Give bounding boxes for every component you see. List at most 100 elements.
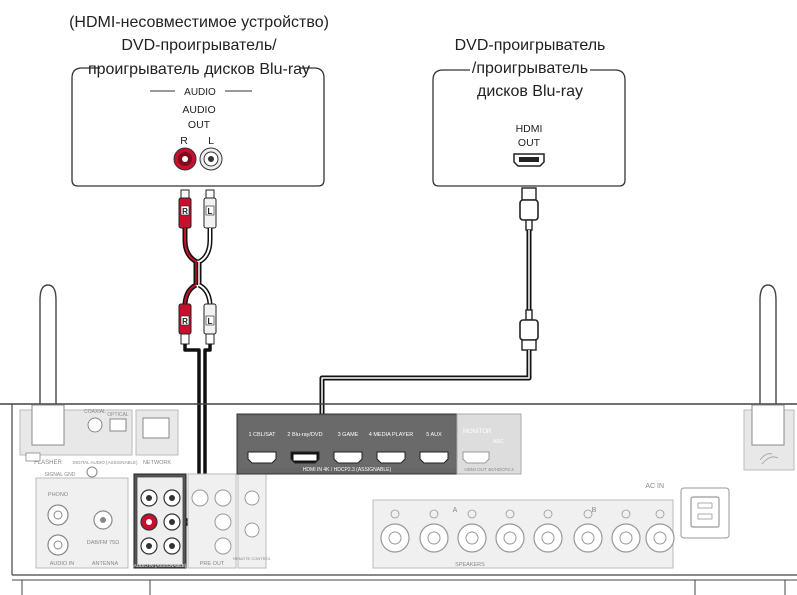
network-port[interactable] [142, 417, 170, 439]
remote-control-label: REMOTE CONTROL [233, 556, 272, 561]
speaker-terminal-core-7 [619, 531, 633, 545]
left-section-label: AUDIO [184, 87, 216, 98]
monitor-label: MONITOR [463, 429, 492, 435]
speaker-terminal-core-1 [388, 531, 402, 545]
hdmi-in-block: 1 CBL/SAT 2 Blu-ray/DVD 3 GAME 4 MEDIA PLAY… [236, 413, 458, 475]
hdmi-out-port[interactable] [513, 153, 545, 167]
speaker-terminal-core-5 [541, 531, 555, 545]
hdmi-in-port-4[interactable] [376, 451, 406, 464]
remote-control-jack-out[interactable] [244, 522, 260, 538]
audio-out-l-jack[interactable] [199, 147, 223, 171]
hdmi-out-label-1: HDMI [516, 123, 543, 135]
rca-plug-bottom-l: L [203, 303, 217, 345]
speaker-polarity-mark-4 [505, 509, 515, 519]
right-device-caption-line2: /проигрыватель [472, 60, 588, 77]
left-device-caption-line3: проигрыватель дисков Blu-ray [88, 61, 310, 78]
left-device-caption-line1: (HDMI-несовместимое устройство) [69, 14, 329, 31]
dab-fm-label: DAB/FM 75Ω [87, 540, 120, 546]
flasher-jack[interactable] [25, 452, 41, 462]
zone-a-label: A [453, 507, 458, 514]
left-device-caption-line2: DVD-проигрыватель/ [121, 37, 277, 54]
hdmi-out-label-2: OUT [518, 137, 541, 149]
rca-plug-top-l-label: L [208, 207, 213, 216]
hdmi-in-port-label-3: 3 GAME [338, 432, 359, 438]
ac-in-label: AC IN [645, 483, 664, 490]
audio-out-label-2: OUT [188, 119, 211, 131]
audio-in-jack-2-r[interactable] [140, 513, 158, 531]
pre-out-jack-3[interactable] [214, 513, 232, 531]
left-device: (HDMI-несовместимое устройство) DVD-прои… [69, 14, 329, 187]
speakers-block: A B SPEAKERS [372, 499, 675, 569]
audio-in-jack-1-r[interactable] [140, 489, 158, 507]
rca-plug-bottom-r-label: R [182, 317, 188, 326]
phono-label: PHONO [48, 492, 69, 498]
hdmi-plug-bottom [519, 309, 539, 351]
pre-out-jack-2[interactable] [214, 489, 232, 507]
speaker-terminal-core-2 [427, 531, 441, 545]
left-device-box [71, 78, 325, 187]
speaker-polarity-mark-5 [543, 509, 553, 519]
rca-plug-bottom-r: R [178, 303, 192, 345]
right-device-box [432, 80, 626, 187]
hdmi-cable [302, 187, 539, 450]
speaker-polarity-mark-7 [621, 509, 631, 519]
hdmi-out-monitor-port[interactable] [462, 451, 490, 464]
digital-audio-label: DIGITAL AUDIO (ASSIGNABLE) [72, 460, 138, 465]
speaker-terminal-core-4 [503, 531, 517, 545]
hdmi-in-port-label-4: 4 MEDIA PLAYER [369, 432, 414, 438]
zone-b-label: B [592, 507, 597, 514]
audio-out-r-jack[interactable] [173, 147, 197, 171]
audio-in-assignable-label: AUDIO IN (ASSIGNABLE) [134, 563, 187, 568]
arc-label: ARC [493, 439, 504, 445]
hdmi-plug-inserted [292, 453, 318, 462]
audio-out-label-1: AUDIO [182, 104, 215, 116]
rca-plug-bottom-l-label: L [208, 317, 213, 326]
audio-in-jack-3-r[interactable] [140, 537, 158, 555]
audio-in-jack-1-l[interactable] [163, 489, 181, 507]
right-antenna [759, 284, 777, 405]
speaker-polarity-mark-8 [655, 509, 665, 519]
pre-out-jack-4[interactable] [214, 537, 232, 555]
hdmi-in-port-label-1: 1 CBL/SAT [248, 432, 276, 438]
hdmi-in-port-3[interactable] [333, 451, 363, 464]
speaker-terminal-core-3 [465, 531, 479, 545]
rca-cable: R L R L [143, 189, 217, 540]
audio-in-jack-2-l[interactable] [163, 513, 181, 531]
ac-inlet[interactable] [690, 496, 720, 528]
speaker-polarity-mark-6 [583, 509, 593, 519]
rca-plug-top-l: L [203, 189, 217, 229]
rca-plug-top-r: R [178, 189, 192, 229]
speaker-polarity-mark-1 [390, 509, 400, 519]
speaker-terminal-core-8 [653, 531, 667, 545]
speaker-polarity-mark-3 [467, 509, 477, 519]
signal-gnd-label: SIGNAL GND [45, 472, 76, 478]
speaker-terminal-core-6 [581, 531, 595, 545]
hdmi-in-port-label-5: 5 AUX [426, 432, 442, 438]
speaker-polarity-mark-2 [429, 509, 439, 519]
rca-plug-top-r-label: R [182, 207, 188, 216]
hdmi-out-receiver-label: HDMI OUT 4K/HDCP2.3 [464, 467, 514, 472]
hdmi-out-block: MONITOR ARC HDMI OUT 4K/HDCP2.3 [456, 413, 522, 475]
hdmi-in-label: HDMI IN 4K / HDCP2.3 (ASSIGNABLE) [303, 467, 392, 473]
hdmi-in-port-label-2: 2 Blu-ray/DVD [287, 432, 322, 438]
audio-in-jack-3-l[interactable] [163, 537, 181, 555]
wireless-icon [759, 453, 779, 465]
right-device-caption-line3: дисков Blu-ray [477, 83, 583, 100]
audio-out-r-label: R [180, 135, 188, 147]
audio-in-assignable: AUDIO IN (ASSIGNABLE) [133, 473, 187, 569]
remote-control-jack-in[interactable] [244, 490, 260, 506]
optical-label: OPTICAL [107, 412, 129, 418]
audio-out-l-label: L [208, 135, 214, 147]
optical-jack[interactable] [109, 418, 127, 432]
right-device: DVD-проигрыватель /проигрыватель дисков … [432, 37, 626, 187]
receiver-rear-panel: COAXIAL OPTICAL FLASHER DIGITAL AUDIO (A… [0, 403, 797, 595]
hdmi-plug-top [519, 187, 539, 231]
flasher-label: FLASHER [34, 460, 62, 466]
hdmi-in-port-5[interactable] [419, 451, 449, 464]
hdmi-in-port-1[interactable] [247, 451, 277, 464]
pre-out-label: PRE OUT [200, 561, 225, 567]
left-antenna [39, 284, 57, 405]
pre-out-jack-1[interactable] [191, 489, 209, 507]
coaxial-jack[interactable] [87, 417, 103, 433]
